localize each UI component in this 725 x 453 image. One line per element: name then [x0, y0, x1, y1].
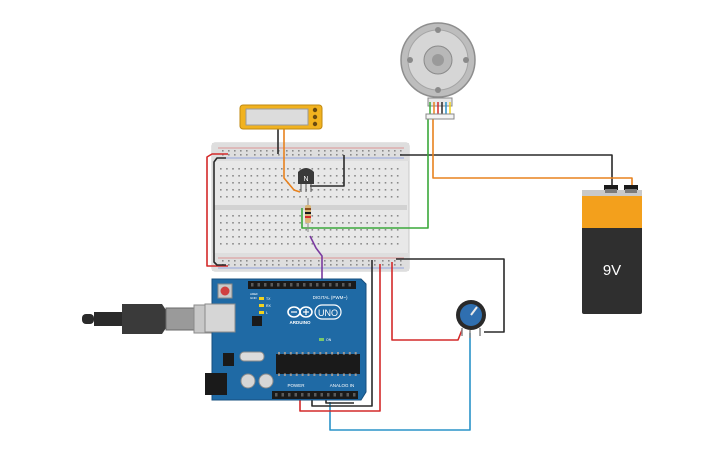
arduino-brand: ARDUINO — [290, 320, 311, 325]
wire-black-left-rails — [213, 157, 226, 266]
transistor: N — [298, 168, 314, 192]
wire-black-battery — [400, 154, 613, 187]
digital-label: DIGITAL (PWM~) — [313, 295, 348, 300]
wire-black-power — [311, 260, 373, 407]
battery-label: 9V — [603, 262, 621, 279]
wire-black-transistor — [310, 155, 345, 187]
usb-cable — [82, 304, 221, 334]
wire-red-pot — [391, 262, 463, 341]
rx-label: RX — [266, 304, 272, 308]
lcd-module — [239, 104, 323, 130]
wire-purple-pin — [309, 235, 323, 281]
wire-green-motor — [301, 117, 429, 229]
wire-orange-lcd — [283, 127, 301, 193]
wire-red-left-rails — [206, 153, 228, 267]
resistor — [305, 198, 311, 232]
potentiometer — [456, 300, 486, 338]
analog-label: ANALOG IN — [330, 383, 355, 388]
wire-blue-pot — [329, 333, 471, 431]
tx-label: TX — [266, 297, 271, 301]
l-label: L — [266, 311, 268, 315]
arduino-model: UNO — [318, 308, 338, 318]
gnd-label: GND — [250, 296, 258, 300]
arduino-uno-board: UNO ARDUINO DIGITAL (PWM~) POWER ANALOG … — [204, 278, 367, 401]
wire-black-power-2 — [325, 400, 354, 404]
dc-motor — [400, 22, 476, 120]
aref-label: AREF — [250, 292, 258, 296]
battery-9v: 9V — [582, 185, 642, 314]
wire-black-pot — [396, 258, 505, 333]
wire-orange-battery — [432, 117, 633, 187]
on-label: ON — [326, 338, 332, 342]
transistor-label: N — [303, 176, 308, 183]
wires — [206, 117, 633, 431]
power-label: POWER — [287, 383, 305, 388]
arduino-logo-icon — [287, 306, 313, 318]
wire-red-power — [299, 264, 381, 412]
